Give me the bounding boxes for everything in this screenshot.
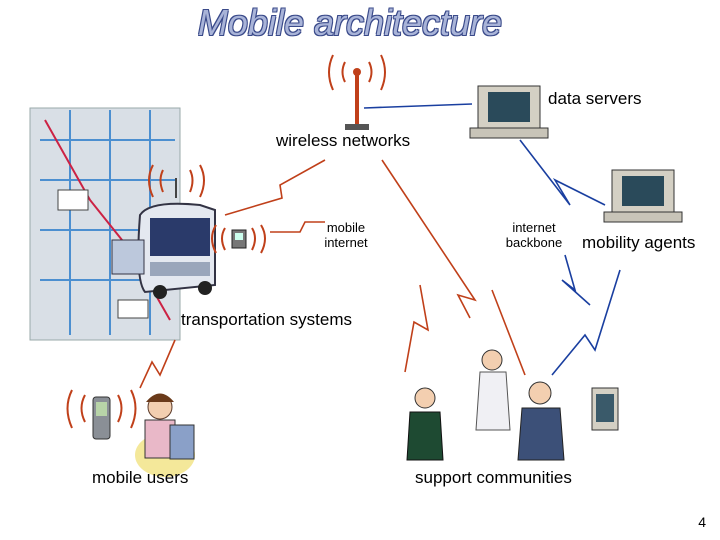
wireless-links xyxy=(139,159,526,389)
label-transportation-systems: transportation systems xyxy=(181,310,353,329)
link-transport-to-users xyxy=(139,339,176,389)
user-handheld-icon xyxy=(66,389,137,440)
data-server-computer-icon xyxy=(469,85,549,139)
link-server-to-agents xyxy=(519,139,606,206)
link-tower-to-handheld xyxy=(270,221,325,233)
bus-signal-icon xyxy=(148,164,205,198)
label-wireless-networks: wireless networks xyxy=(276,131,411,150)
mobility-agent-computer-icon xyxy=(603,169,683,223)
link-tower-to-bus xyxy=(224,159,326,216)
bus-image xyxy=(111,202,216,299)
link-tower-to-support xyxy=(404,284,430,373)
label-mobile-users: mobile users xyxy=(92,468,189,487)
link-backbone-to-agents xyxy=(561,254,591,306)
wireless-tower-icon xyxy=(328,54,386,130)
support-community-figures xyxy=(406,349,619,461)
wired-links xyxy=(363,103,621,376)
link-agents-to-support xyxy=(551,269,621,376)
label-internet-backbone: internet backbone xyxy=(505,220,563,250)
link-backbone-to-support xyxy=(491,289,526,376)
label-mobile-internet: mobile internet xyxy=(324,220,368,250)
label-support-communities: support communities xyxy=(415,468,572,487)
bus-handheld-icon xyxy=(211,224,266,254)
link-tower-to-backbone xyxy=(381,159,477,319)
link-tower-to-data-server xyxy=(363,103,473,109)
label-data-servers: data servers xyxy=(548,89,642,108)
mobile-user-figure xyxy=(135,393,195,477)
slide-title: Mobile architecture xyxy=(197,2,503,43)
page-number: 4 xyxy=(698,514,706,530)
label-mobility-agents: mobility agents xyxy=(582,233,696,252)
